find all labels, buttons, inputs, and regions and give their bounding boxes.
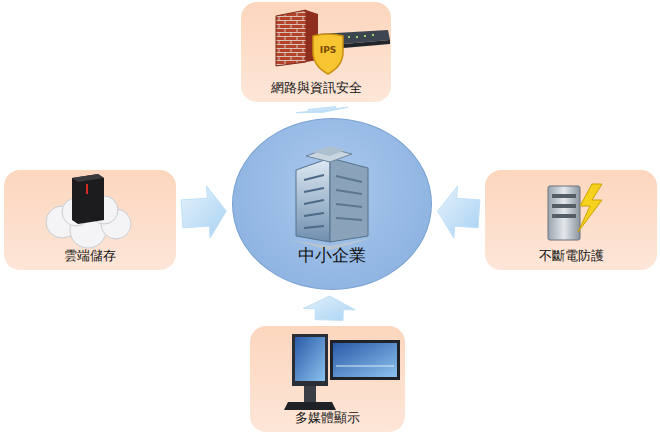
block-arrow	[303, 296, 355, 320]
building-illustration	[290, 146, 372, 250]
block-arrow	[181, 186, 226, 238]
shield-label: IPS	[320, 45, 336, 55]
security-box: 網路與資訊安全	[241, 2, 391, 102]
ups-box: 不斷電防護	[485, 170, 657, 270]
node-label: 網路與資訊安全	[271, 79, 362, 97]
block-arrow	[296, 107, 348, 113]
node-label: 中小企業	[298, 244, 366, 267]
block-arrow	[438, 186, 480, 238]
ups-illustration	[548, 184, 602, 240]
cloud-storage-illustration	[46, 174, 131, 248]
cloud-box: 雲端儲存	[4, 170, 176, 270]
node-label: 不斷電防護	[539, 247, 604, 265]
company-ellipse: 中小企業	[232, 118, 432, 290]
display-box: 多媒體顯示	[250, 326, 405, 432]
node-label: 雲端儲存	[64, 247, 116, 265]
display-illustration	[284, 334, 400, 410]
firewall-illustration	[276, 10, 390, 74]
node-label: 多媒體顯示	[295, 409, 360, 427]
